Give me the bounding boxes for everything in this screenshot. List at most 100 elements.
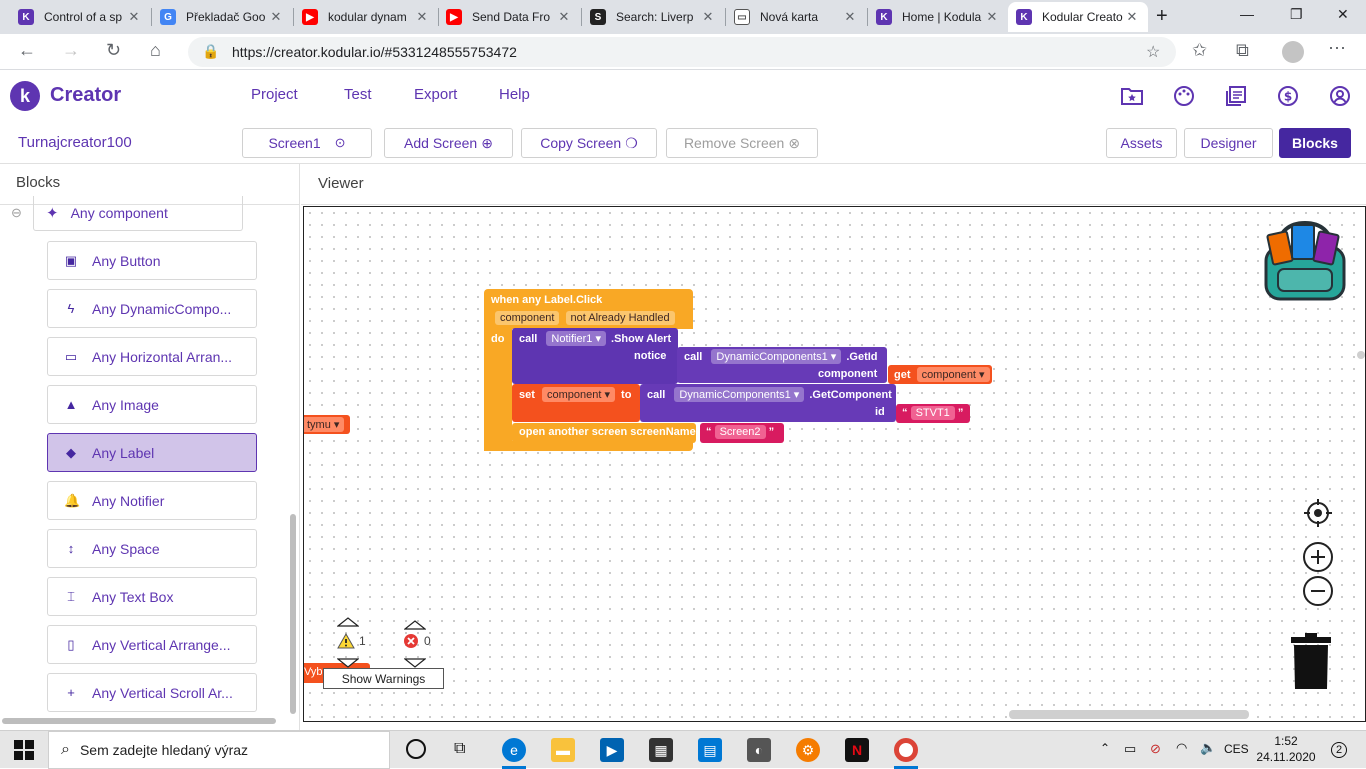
volume-icon[interactable]: 🔈 <box>1200 740 1217 755</box>
zoom-out-icon[interactable] <box>1302 575 1334 607</box>
maximize-window-button[interactable]: ❐ <box>1290 6 1303 22</box>
get-component-block[interactable]: get component ▾ <box>888 365 992 384</box>
network-offline-icon[interactable]: ⊘ <box>1150 741 1161 756</box>
back-icon[interactable]: ← <box>18 40 36 60</box>
palette-icon[interactable] <box>1172 84 1196 108</box>
profile-avatar[interactable] <box>1282 41 1304 63</box>
star-icon[interactable]: ☆ <box>1146 44 1161 61</box>
block-any-label[interactable]: ◆Any Label <box>47 433 257 472</box>
netflix-icon[interactable]: N <box>845 738 869 762</box>
show-warnings-button[interactable]: Show Warnings <box>323 668 444 689</box>
browser-tab[interactable]: K Home | Kodula ✕ <box>868 2 1008 32</box>
notifier-dropdown[interactable]: Notifier1 ▾ <box>546 331 606 346</box>
close-tab-icon[interactable]: ✕ <box>558 9 570 24</box>
menu-help[interactable]: Help <box>499 86 530 103</box>
screen-value[interactable]: Screen2 <box>714 425 766 439</box>
url-field[interactable]: 🔒 https://creator.kodular.io/#5331248555… <box>188 37 1176 67</box>
cortana-icon[interactable] <box>406 739 426 759</box>
block-any-horizontal-arrangement[interactable]: ▭Any Horizontal Arran... <box>47 337 257 376</box>
text-screen2-block[interactable]: “ Screen2 ” <box>700 423 784 443</box>
block-any-image[interactable]: ▲Any Image <box>47 385 257 424</box>
id-value[interactable]: STVT1 <box>910 406 955 420</box>
open-another-screen-block[interactable]: open another screen screenName <box>512 423 696 443</box>
kodular-logo[interactable]: k <box>10 81 40 111</box>
browser-tab[interactable]: S Search: Liverp ✕ <box>582 2 724 32</box>
menu-project[interactable]: Project <box>251 86 298 103</box>
close-tab-icon[interactable]: ✕ <box>128 9 140 24</box>
warning-prev-arrow-icon[interactable] <box>336 617 360 630</box>
battery-icon[interactable]: ▭ <box>1124 741 1137 756</box>
workspace-horizontal-scrollbar[interactable] <box>1009 710 1249 719</box>
media-player-icon[interactable]: ▶ <box>600 738 624 762</box>
getcomponent-block[interactable]: call DynamicComponents1 ▾ .GetComponent … <box>640 384 896 422</box>
errors-indicator[interactable]: 0 <box>403 633 431 649</box>
set-variable-dropdown[interactable]: component ▾ <box>541 387 615 402</box>
new-tab-button[interactable]: + <box>1156 5 1168 27</box>
library-icon[interactable] <box>1224 84 1248 108</box>
collapse-icon[interactable]: ⊖ <box>11 205 22 220</box>
reload-icon[interactable]: ↻ <box>106 40 122 60</box>
chrome-icon[interactable] <box>894 738 918 762</box>
blocks-workspace[interactable]: when any Label.Click component not Alrea… <box>303 206 1366 722</box>
copy-screen-button[interactable]: Copy Screen ❍ <box>521 128 657 158</box>
dynamic-components-dropdown[interactable]: DynamicComponents1 ▾ <box>711 349 842 364</box>
app-icon[interactable]: ◐ <box>747 738 771 762</box>
recenter-icon[interactable] <box>1303 498 1333 528</box>
browser-tab[interactable]: G Překladač Goo ✕ <box>152 2 292 32</box>
error-prev-arrow-icon[interactable] <box>403 617 427 635</box>
remove-screen-button[interactable]: Remove Screen ⊗ <box>666 128 818 158</box>
block-any-button[interactable]: ▣Any Button <box>47 241 257 280</box>
close-tab-icon[interactable]: ✕ <box>986 9 998 24</box>
trash-icon[interactable] <box>1289 633 1333 691</box>
forward-icon[interactable]: → <box>62 40 80 60</box>
block-any-notifier[interactable]: 🔔Any Notifier <box>47 481 257 520</box>
edge-icon[interactable]: e <box>502 738 526 762</box>
settings-app-icon[interactable]: ⚙ <box>796 738 820 762</box>
notifications-icon[interactable]: 2 <box>1324 739 1348 761</box>
backpack-icon[interactable] <box>1260 219 1350 305</box>
close-tab-icon[interactable]: ✕ <box>270 9 282 24</box>
browser-tab[interactable]: ▭ Nová karta ✕ <box>726 2 866 32</box>
wifi-icon[interactable]: ◠ <box>1176 740 1188 755</box>
any-component-group[interactable]: ✦ Any component <box>33 196 243 231</box>
panel-horizontal-scrollbar[interactable] <box>2 718 276 724</box>
tray-chevron-icon[interactable]: ⌃ <box>1100 741 1111 755</box>
home-icon[interactable]: ⌂ <box>150 40 161 60</box>
add-screen-button[interactable]: Add Screen ⊕ <box>384 128 513 158</box>
block-any-text-box[interactable]: ⌶Any Text Box <box>47 577 257 616</box>
browser-tab[interactable]: ▶ kodular dynam ✕ <box>294 2 438 32</box>
workspace-vertical-scrollbar[interactable] <box>1357 351 1365 359</box>
dollar-icon[interactable]: $ <box>1276 84 1300 108</box>
more-menu-icon[interactable]: ⋯ <box>1328 38 1346 58</box>
param-not-already-handled[interactable]: not Already Handled <box>565 311 675 325</box>
language-indicator[interactable]: CES <box>1224 742 1249 756</box>
offscreen-block[interactable]: tymu ▾ <box>304 415 350 434</box>
close-tab-icon[interactable]: ✕ <box>844 9 856 24</box>
minimize-window-button[interactable]: — <box>1240 6 1254 22</box>
folder-star-icon[interactable] <box>1120 84 1144 108</box>
screen-selector[interactable]: Screen1 ⊙ <box>242 128 372 158</box>
menu-export[interactable]: Export <box>414 86 458 103</box>
error-next-arrow-icon[interactable] <box>403 655 427 673</box>
get-component-dropdown[interactable]: component ▾ <box>916 367 990 382</box>
set-component-block[interactable]: set component ▾ to <box>512 384 640 422</box>
close-tab-icon[interactable]: ✕ <box>416 9 428 24</box>
close-tab-icon[interactable]: ✕ <box>1126 9 1138 24</box>
param-component[interactable]: component <box>495 311 560 325</box>
clock[interactable]: 1:52 24.11.2020 <box>1256 734 1316 764</box>
store-icon[interactable]: ▦ <box>649 738 673 762</box>
close-tab-icon[interactable]: ✕ <box>702 9 714 24</box>
zoom-in-icon[interactable] <box>1302 541 1334 573</box>
account-icon[interactable] <box>1328 84 1352 108</box>
block-any-space[interactable]: ↕Any Space <box>47 529 257 568</box>
calculator-icon[interactable]: ▤ <box>698 738 722 762</box>
close-window-button[interactable]: ✕ <box>1337 6 1349 22</box>
event-block[interactable]: when any Label.Click component not Alrea… <box>484 289 693 329</box>
block-any-vertical-arrangement[interactable]: ▯Any Vertical Arrange... <box>47 625 257 664</box>
menu-test[interactable]: Test <box>344 86 372 103</box>
block-any-vertical-scroll-arrangement[interactable]: +Any Vertical Scroll Ar... <box>47 673 257 712</box>
warning-next-arrow-icon[interactable] <box>336 655 360 673</box>
dynamic-components-dropdown[interactable]: DynamicComponents1 ▾ <box>674 387 805 402</box>
panel-vertical-scrollbar[interactable] <box>290 514 296 714</box>
